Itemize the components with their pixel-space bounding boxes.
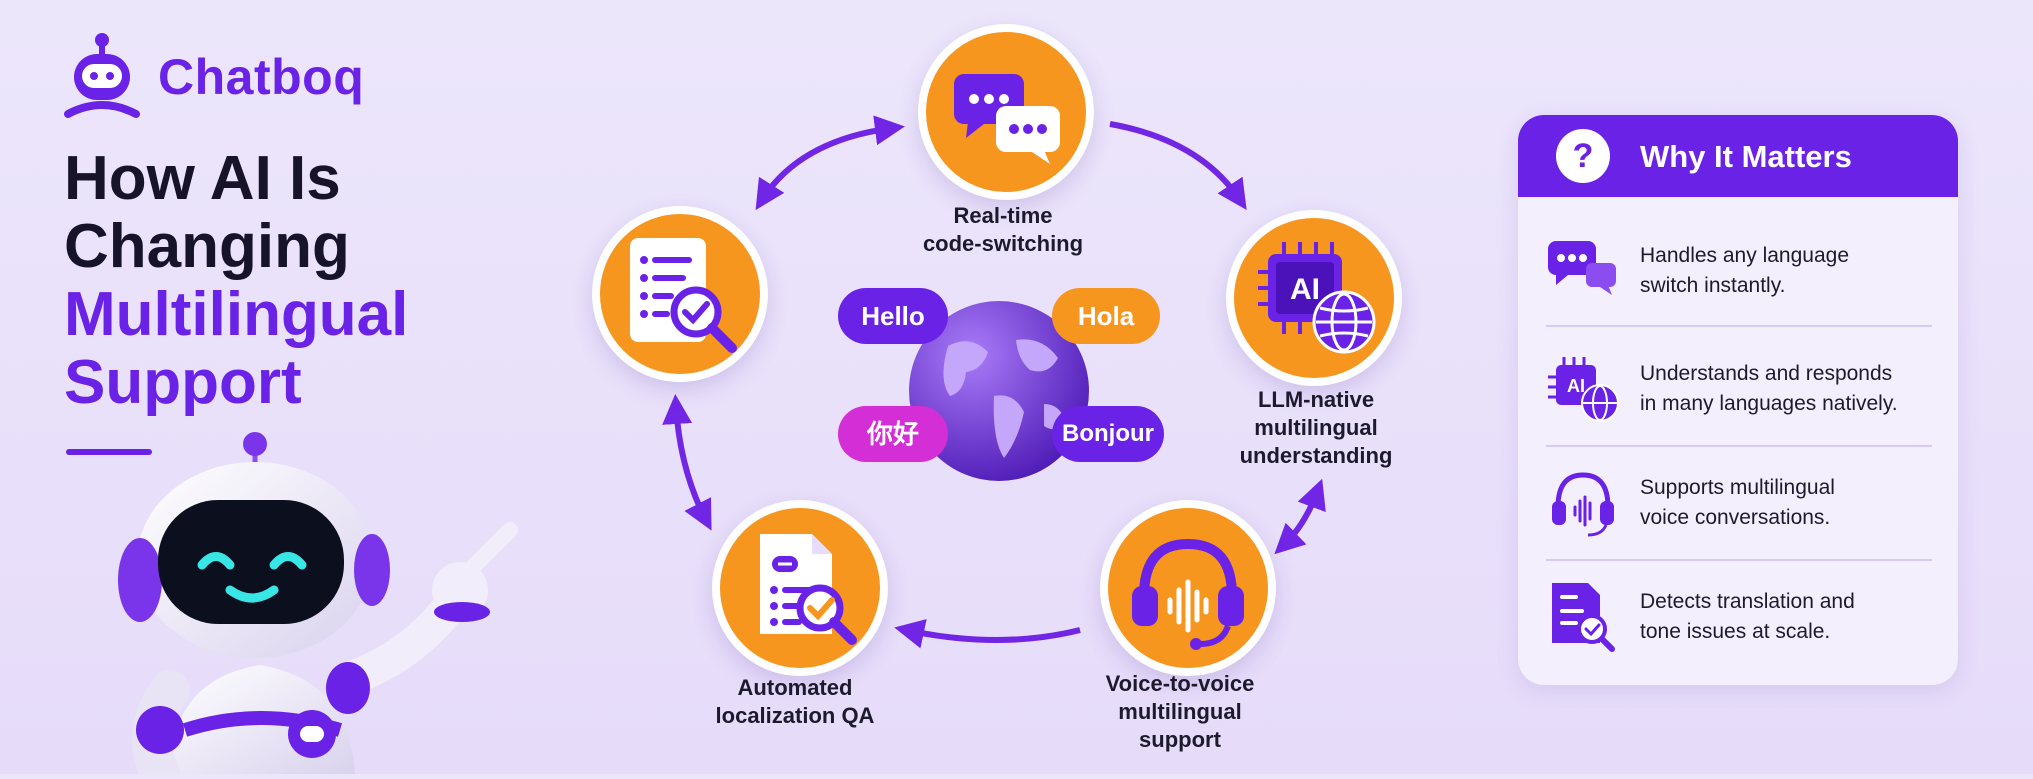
- divider: [1546, 325, 1932, 327]
- divider: [1546, 559, 1932, 561]
- title-line-2: Changing: [64, 212, 350, 281]
- node-label-voice-to-voice: Voice-to-voice multilingual support: [1075, 670, 1285, 754]
- node-label-line: localization QA: [715, 703, 875, 728]
- headset-voice-icon: [1132, 538, 1244, 650]
- panel-row-line: Handles any language: [1640, 244, 1849, 267]
- node-label-line: Voice-to-voice: [1105, 671, 1255, 696]
- brand-name: Chatboq: [158, 49, 365, 105]
- checklist-magnifier-icon: [630, 238, 737, 353]
- title-line-3: Multilingual: [64, 280, 409, 349]
- panel-row-text: Handles any language switch instantly.: [1640, 241, 1950, 301]
- title-line-4: Support: [64, 348, 302, 417]
- question-icon: ?: [1556, 129, 1610, 183]
- node-label-llm-native: LLM-native multilingual understanding: [1206, 386, 1426, 470]
- bubble-bonjour: Bonjour: [1052, 406, 1164, 462]
- title-underline: [66, 449, 152, 455]
- bubble-hola: Hola: [1052, 288, 1160, 344]
- arrow-top-right: [1109, 121, 1247, 210]
- node-label-line: code-switching: [922, 231, 1084, 256]
- robot-mascot: [110, 430, 540, 779]
- chip-text: AI: [1567, 376, 1585, 396]
- title-line-1: How AI Is: [64, 144, 341, 213]
- brand-logo: [62, 30, 142, 122]
- panel-row-text: Detects translation and tone issues at s…: [1640, 587, 1950, 647]
- panel-row-line: switch instantly.: [1640, 274, 1786, 297]
- globe-icon: [909, 301, 1089, 481]
- divider: [1546, 445, 1932, 447]
- why-it-matters-panel: ? Why It Matters Handles any language sw…: [1518, 115, 1958, 685]
- svg-text:?: ?: [1573, 137, 1594, 175]
- robot-mascot-icon: [118, 432, 518, 779]
- document-check-icon: [1548, 579, 1618, 653]
- globe: [908, 300, 1090, 482]
- arrow-top-left: [755, 115, 905, 211]
- chip-text: AI: [1290, 273, 1320, 306]
- panel-row-line: voice conversations.: [1640, 506, 1831, 529]
- panel-row-line: Detects translation and: [1640, 590, 1855, 613]
- panel-row-line: in many languages natively.: [1640, 392, 1898, 415]
- node-label-line: LLM-native: [1257, 387, 1375, 412]
- arrow-left: [662, 394, 712, 531]
- node-label-line: multilingual: [1254, 415, 1378, 440]
- panel-row-line: Supports multilingual: [1640, 476, 1835, 499]
- page-title: How AI Is Changing Multilingual Support: [64, 145, 408, 417]
- panel-row-line: Understands and responds: [1640, 362, 1893, 385]
- panel-row-text: Understands and responds in many languag…: [1640, 359, 1950, 419]
- node-label-line: support: [1139, 727, 1221, 752]
- chat-bubbles-icon: [1546, 237, 1620, 297]
- node-label-localization-qa: Automated localization QA: [690, 674, 900, 730]
- node-label-line: Automated: [737, 675, 853, 700]
- panel-row-line: tone issues at scale.: [1640, 620, 1831, 643]
- cycle-node-checklist: [592, 206, 768, 382]
- ai-chip-globe-icon: AI: [1546, 355, 1622, 425]
- node-label-line: multilingual: [1118, 699, 1242, 724]
- cycle-node-voice-to-voice: [1100, 500, 1276, 676]
- bubble-nihao: 你好: [838, 406, 948, 462]
- bubble-hello: Hello: [838, 288, 948, 344]
- arrow-right: [1274, 478, 1326, 555]
- document-check-icon: [760, 534, 857, 645]
- cycle-node-localization-qa: [712, 500, 888, 676]
- robot-head-logo-icon: [64, 33, 140, 118]
- node-label-code-switching: Real-time code-switching: [898, 202, 1108, 258]
- cycle-node-code-switching: [918, 24, 1094, 200]
- headset-voice-icon: [1548, 467, 1618, 539]
- node-label-line: Real-time: [953, 203, 1053, 228]
- arrow-bottom: [894, 619, 1081, 649]
- panel-row-text: Supports multilingual voice conversation…: [1640, 473, 1950, 533]
- node-label-line: understanding: [1239, 443, 1393, 468]
- cycle-node-llm-native: AI: [1226, 210, 1402, 386]
- ai-chip-globe-icon: AI: [1258, 242, 1376, 354]
- chat-bubbles-icon: [954, 74, 1060, 164]
- panel-title: Why It Matters: [1640, 139, 1852, 174]
